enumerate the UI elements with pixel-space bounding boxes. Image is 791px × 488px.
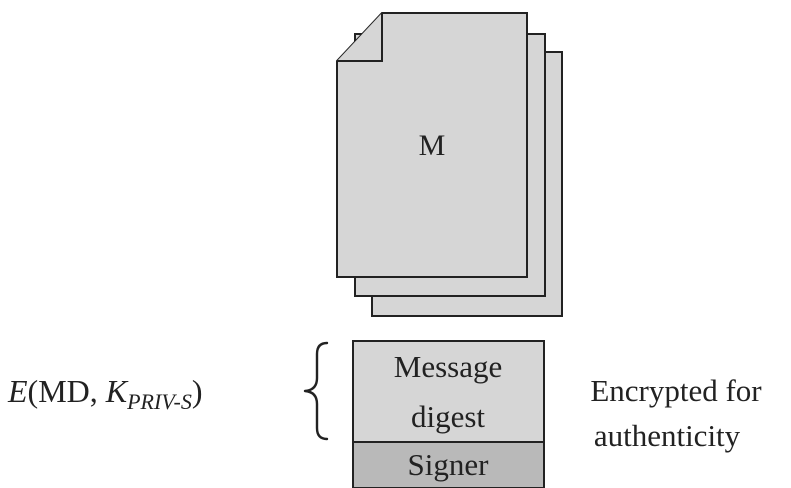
curly-brace bbox=[303, 341, 329, 441]
formula-close: ) bbox=[192, 373, 203, 409]
formula-key: K bbox=[105, 373, 129, 409]
formula-key-subscript: PRIV-S bbox=[126, 389, 192, 414]
annotation-line-1: Encrypted for bbox=[590, 373, 762, 408]
annotation-line-2: authenticity bbox=[594, 418, 741, 453]
signature-block: Message digest Signer bbox=[352, 340, 545, 488]
message-digest-line-1: Message bbox=[394, 349, 502, 384]
formula-args: (MD, bbox=[28, 373, 106, 409]
message-digest-box bbox=[352, 340, 545, 443]
encryption-formula: E(MD, KPRIV-S) bbox=[7, 373, 203, 414]
folded-corner bbox=[337, 13, 383, 62]
document-stack: M bbox=[336, 12, 563, 317]
message-digest-line-2: digest bbox=[411, 399, 485, 434]
document-label: M bbox=[419, 129, 446, 162]
formula-function: E bbox=[7, 373, 28, 409]
signer-label: Signer bbox=[408, 447, 490, 482]
signer-box bbox=[352, 441, 545, 488]
